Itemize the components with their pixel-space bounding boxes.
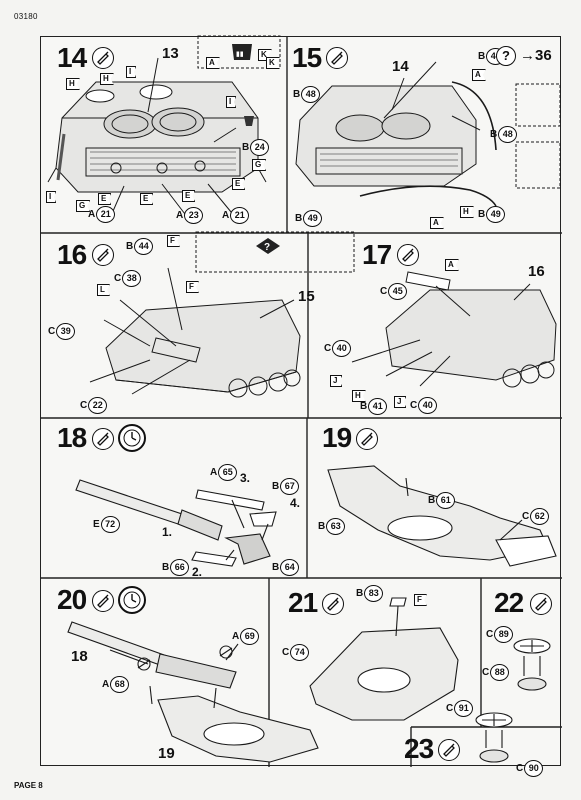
glue-icon [326, 47, 348, 69]
callout-number: 15 [298, 288, 315, 305]
sheet-code: 03180 [14, 12, 38, 21]
glue-icon [322, 593, 344, 615]
drying-time-clock-icon [118, 586, 146, 614]
glue-icon [356, 428, 378, 450]
part-flag: F [186, 281, 199, 293]
page-label: PAGE 8 [14, 781, 43, 790]
part-flag: G [252, 159, 267, 171]
callout-number: 16 [528, 263, 545, 280]
step-number: 18 [57, 422, 87, 453]
step-number: 23 [404, 733, 434, 764]
step-number: 21 [288, 587, 318, 618]
step-number: 19 [322, 422, 352, 453]
callout-number: 13 [162, 45, 179, 62]
step-number: 14 [57, 42, 87, 73]
step-number: 16 [57, 239, 87, 270]
glue-icon [397, 244, 419, 266]
glue-icon [530, 593, 552, 615]
sequence-number: 2. [192, 565, 203, 579]
next-step-number: 36 [535, 47, 552, 64]
question-icon: ? [496, 46, 516, 66]
glue-icon [92, 428, 114, 450]
step-number: 20 [57, 584, 87, 615]
glue-icon [438, 739, 460, 761]
sequence-number: 1. [162, 525, 173, 539]
part-flag: L [97, 284, 110, 296]
callout-number: 14 [392, 58, 409, 75]
step-number: 17 [362, 239, 392, 270]
step-number: 22 [494, 587, 524, 618]
next-step-ref: →36 [520, 47, 552, 64]
callout-number: 19 [158, 745, 175, 762]
glue-icon [92, 47, 114, 69]
glue-icon [92, 590, 114, 612]
sequence-number: 3. [240, 471, 251, 485]
arrow-right-icon: → [520, 47, 535, 64]
glue-icon [92, 244, 114, 266]
drying-time-clock-icon [118, 424, 146, 452]
sequence-number: 4. [290, 496, 301, 510]
callout-number: 18 [71, 648, 88, 665]
step-number: 15 [292, 42, 322, 73]
